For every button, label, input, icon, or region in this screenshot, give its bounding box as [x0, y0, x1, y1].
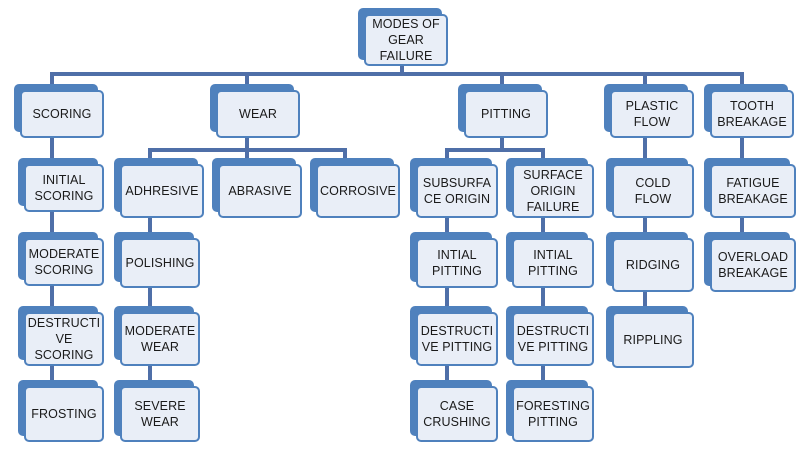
node-face: MODERATE SCORING	[24, 238, 104, 286]
plastic-flow-item-ridging: RIDGING	[606, 232, 694, 292]
node-face: SUBSURFA CE ORIGIN	[416, 164, 498, 218]
tooth-breakage-item-label: FATIGUE BREAKAGE	[718, 176, 788, 206]
node-face: INTIAL PITTING	[416, 238, 498, 288]
node-face: COLD FLOW	[612, 164, 694, 218]
category-pitting: PITTING	[458, 84, 548, 138]
pitting-type-label: SUBSURFA CE ORIGIN	[422, 176, 492, 206]
node-face: INITIAL SCORING	[24, 164, 104, 212]
node-face: FORESTING PITTING	[512, 386, 594, 442]
wear-type-label: CORROSIVE	[320, 184, 396, 198]
pitting-type-surface: SURFACE ORIGIN FAILURE	[506, 158, 594, 218]
category-plastic-flow: PLASTIC FLOW	[604, 84, 694, 138]
surface-item-initial-pitting: INTIAL PITTING	[506, 232, 594, 288]
category-tooth-breakage: TOOTH BREAKAGE	[704, 84, 794, 138]
subsurface-item-case-crushing: CASE CRUSHING	[410, 380, 498, 442]
node-face: POLISHING	[120, 238, 200, 288]
plastic-flow-item-label: RIDGING	[625, 258, 681, 272]
scoring-item-moderate: MODERATE SCORING	[18, 232, 104, 286]
category-scoring-label: SCORING	[32, 107, 92, 121]
adhesive-item-moderate-wear: MODERATE WEAR	[114, 306, 200, 366]
root-node: MODES OF GEAR FAILURE	[358, 8, 448, 66]
category-plastic-flow-label: PLASTIC FLOW	[625, 99, 679, 129]
node-face: ABRASIVE	[218, 164, 302, 218]
plastic-flow-item-cold-flow: COLD FLOW	[606, 158, 694, 218]
node-face: CORROSIVE	[316, 164, 400, 218]
plastic-flow-item-label: COLD FLOW	[634, 176, 672, 206]
node-face: OVERLOAD BREAKAGE	[710, 238, 796, 292]
wear-type-label: ADHRESIVE	[125, 184, 199, 198]
tooth-breakage-item-overload: OVERLOAD BREAKAGE	[704, 232, 796, 292]
tooth-breakage-item-fatigue: FATIGUE BREAKAGE	[704, 158, 796, 218]
node-face: MODERATE WEAR	[120, 312, 200, 366]
wear-type-label: ABRASIVE	[228, 184, 292, 198]
node-face: ADHRESIVE	[120, 164, 204, 218]
adhesive-item-label: MODERATE WEAR	[124, 324, 196, 354]
scoring-item-label: DESTRUCTI VE SCORING	[27, 316, 101, 362]
node-face: WEAR	[216, 90, 300, 138]
adhesive-item-label: SEVERE WEAR	[134, 399, 186, 429]
category-scoring: SCORING	[14, 84, 104, 138]
subsurface-item-label: DESTRUCTI VE PITTING	[420, 324, 494, 354]
wear-type-adhesive: ADHRESIVE	[114, 158, 204, 218]
scoring-item-initial: INITIAL SCORING	[18, 158, 104, 212]
plastic-flow-item-label: RIPPLING	[623, 333, 683, 347]
node-face: RIPPLING	[612, 312, 694, 368]
surface-item-destructive-pitting: DESTRUCTI VE PITTING	[506, 306, 594, 366]
scoring-item-label: INITIAL SCORING	[34, 173, 94, 203]
node-face: TOOTH BREAKAGE	[710, 90, 794, 138]
wear-type-corrosive: CORROSIVE	[310, 158, 400, 218]
plastic-flow-item-rippling: RIPPLING	[606, 306, 694, 368]
node-face: FATIGUE BREAKAGE	[710, 164, 796, 218]
pitting-type-label: SURFACE ORIGIN FAILURE	[523, 168, 583, 214]
root-label: MODES OF GEAR FAILURE	[372, 17, 440, 63]
node-face: RIDGING	[612, 238, 694, 292]
scoring-item-label: FROSTING	[31, 407, 97, 421]
scoring-item-destructive: DESTRUCTI VE SCORING	[18, 306, 104, 366]
category-wear: WEAR	[210, 84, 300, 138]
node-face: PITTING	[464, 90, 548, 138]
node-face: FROSTING	[24, 386, 104, 442]
subsurface-item-label: CASE CRUSHING	[423, 399, 491, 429]
root-node-face: MODES OF GEAR FAILURE	[364, 14, 448, 66]
node-face: CASE CRUSHING	[416, 386, 498, 442]
category-tooth-breakage-label: TOOTH BREAKAGE	[717, 99, 787, 129]
subsurface-item-label: INTIAL PITTING	[431, 248, 482, 278]
node-face: DESTRUCTI VE SCORING	[24, 312, 104, 366]
node-face: PLASTIC FLOW	[610, 90, 694, 138]
scoring-item-label: MODERATE SCORING	[28, 247, 100, 277]
adhesive-item-label: POLISHING	[125, 256, 195, 270]
adhesive-item-severe-wear: SEVERE WEAR	[114, 380, 200, 442]
adhesive-item-polishing: POLISHING	[114, 232, 200, 288]
scoring-item-frosting: FROSTING	[18, 380, 104, 442]
wear-type-abrasive: ABRASIVE	[212, 158, 302, 218]
pitting-type-subsurface: SUBSURFA CE ORIGIN	[410, 158, 498, 218]
surface-item-label: INTIAL PITTING	[527, 248, 578, 278]
node-face: SCORING	[20, 90, 104, 138]
subsurface-item-destructive-pitting: DESTRUCTI VE PITTING	[410, 306, 498, 366]
node-face: SEVERE WEAR	[120, 386, 200, 442]
surface-item-foresting-pitting: FORESTING PITTING	[506, 380, 594, 442]
tooth-breakage-item-label: OVERLOAD BREAKAGE	[717, 250, 789, 280]
surface-item-label: FORESTING PITTING	[516, 399, 590, 429]
node-face: DESTRUCTI VE PITTING	[512, 312, 594, 366]
subsurface-item-initial-pitting: INTIAL PITTING	[410, 232, 498, 288]
category-wear-label: WEAR	[239, 107, 277, 121]
node-face: INTIAL PITTING	[512, 238, 594, 288]
node-face: DESTRUCTI VE PITTING	[416, 312, 498, 366]
category-pitting-label: PITTING	[480, 107, 531, 121]
surface-item-label: DESTRUCTI VE PITTING	[516, 324, 590, 354]
node-face: SURFACE ORIGIN FAILURE	[512, 164, 594, 218]
